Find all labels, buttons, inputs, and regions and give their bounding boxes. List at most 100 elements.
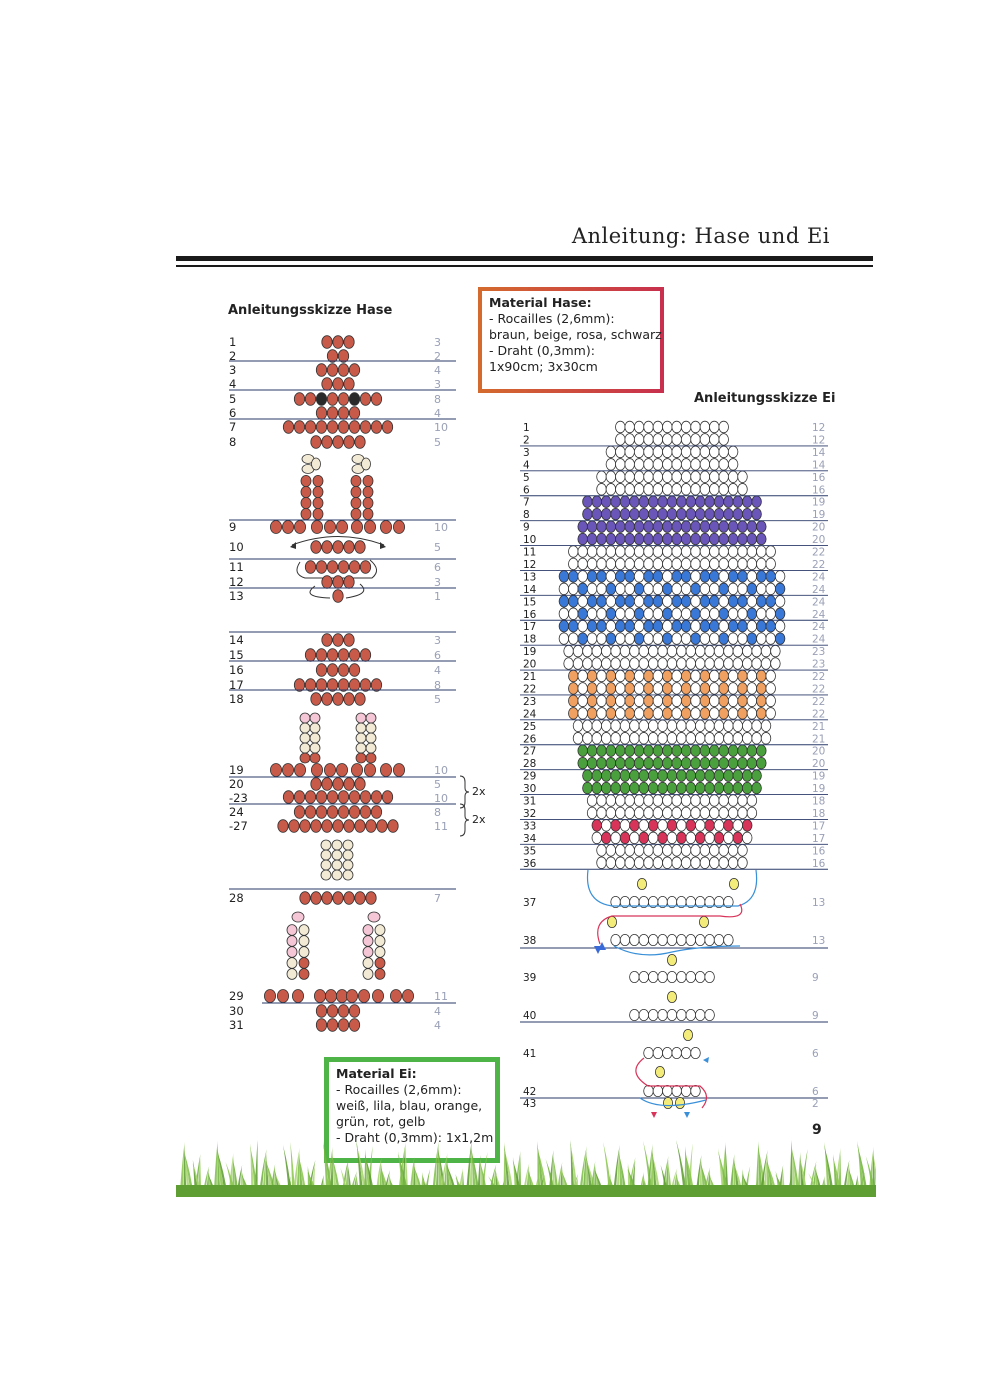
bead (709, 520, 720, 533)
bead (629, 495, 640, 508)
ei-row-label: 19 (523, 646, 536, 658)
bead (709, 607, 720, 620)
bead (690, 707, 701, 720)
bead (601, 719, 612, 733)
bead (742, 495, 753, 508)
material-hase-line: - Rocailles (2,6mm): (489, 311, 615, 326)
bead (652, 458, 664, 471)
grass-blade (684, 1146, 688, 1197)
bead (671, 420, 682, 434)
bead (718, 607, 729, 620)
grass-blade (282, 1145, 292, 1197)
bead (619, 781, 631, 795)
ei-row-label: 35 (523, 845, 536, 857)
ei-row-label: 40 (523, 1010, 536, 1022)
bead (365, 819, 377, 833)
bead (596, 545, 607, 558)
bead (601, 732, 612, 745)
bead (652, 607, 664, 620)
hase-row-label: 24 (229, 805, 244, 819)
bead (699, 420, 711, 434)
bead (680, 694, 692, 708)
bead (727, 470, 739, 484)
hase-row-label: -27 (229, 819, 248, 833)
material-ei-title: Material Ei: (336, 1066, 417, 1081)
ei-row-count: 13 (812, 897, 825, 909)
bead (704, 719, 715, 733)
bead (591, 507, 603, 521)
wire-path (586, 869, 758, 907)
bead (563, 657, 574, 670)
page-number: 9 (812, 1122, 822, 1138)
bead (362, 507, 374, 520)
bead (662, 445, 673, 459)
bead (760, 732, 772, 745)
hase-row-label: 15 (229, 648, 244, 662)
bead (718, 483, 729, 496)
bead (676, 1009, 687, 1022)
bead (690, 844, 701, 857)
material-hase-line: braun, beige, rosa, schwarz (489, 327, 662, 342)
bead (615, 607, 626, 620)
bead (718, 445, 729, 459)
bead (310, 819, 322, 833)
ei-row-count: 22 (812, 708, 825, 720)
bead (365, 891, 377, 905)
bead (586, 620, 598, 633)
bead (690, 1085, 701, 1098)
bead (737, 532, 748, 546)
bead (633, 445, 645, 459)
bead (718, 458, 729, 471)
bead (371, 989, 384, 1003)
bead (619, 831, 631, 845)
bead (727, 620, 739, 633)
hase-row-count: 8 (434, 393, 441, 406)
bead (326, 420, 339, 434)
bead (365, 732, 377, 744)
grass-blade (856, 1144, 868, 1197)
bead (291, 989, 304, 1003)
bead (596, 557, 607, 571)
grass-blade (537, 1141, 541, 1197)
bead (652, 756, 664, 770)
bead (365, 722, 377, 734)
bead (709, 458, 720, 471)
bead (596, 682, 607, 695)
bead (704, 831, 715, 845)
bead (638, 831, 650, 845)
bead (680, 620, 692, 633)
bead (742, 507, 753, 521)
bead (605, 756, 617, 770)
bead (363, 763, 376, 777)
grass-blade (612, 1145, 620, 1197)
bead (291, 911, 305, 923)
wire-path (635, 1057, 708, 1109)
bead (746, 595, 758, 608)
bead (624, 445, 635, 459)
bead (586, 744, 598, 757)
bead (643, 756, 654, 770)
hase-row-label: 11 (229, 560, 244, 574)
bead (709, 694, 720, 708)
bead (713, 507, 725, 521)
grass-blade (646, 1144, 653, 1197)
bead (648, 495, 659, 508)
grass-blade (183, 1145, 187, 1197)
bead (633, 632, 645, 645)
bead (643, 595, 654, 608)
bead (662, 744, 673, 757)
bead (727, 806, 739, 820)
bead (342, 859, 354, 871)
material-ei-box: Material Ei: - Rocailles (2,6mm): weiß, … (324, 1057, 500, 1163)
bead (605, 669, 617, 683)
hase-row-label: 8 (229, 435, 236, 449)
hase-row-count: 6 (434, 649, 441, 662)
bead (577, 682, 588, 695)
bead (718, 794, 729, 807)
bead (568, 620, 579, 633)
material-hase-box: Material Hase: - Rocailles (2,6mm): brau… (478, 287, 664, 393)
bead (662, 420, 673, 434)
bead (709, 557, 720, 571)
bead (577, 756, 588, 770)
bead (315, 805, 328, 819)
